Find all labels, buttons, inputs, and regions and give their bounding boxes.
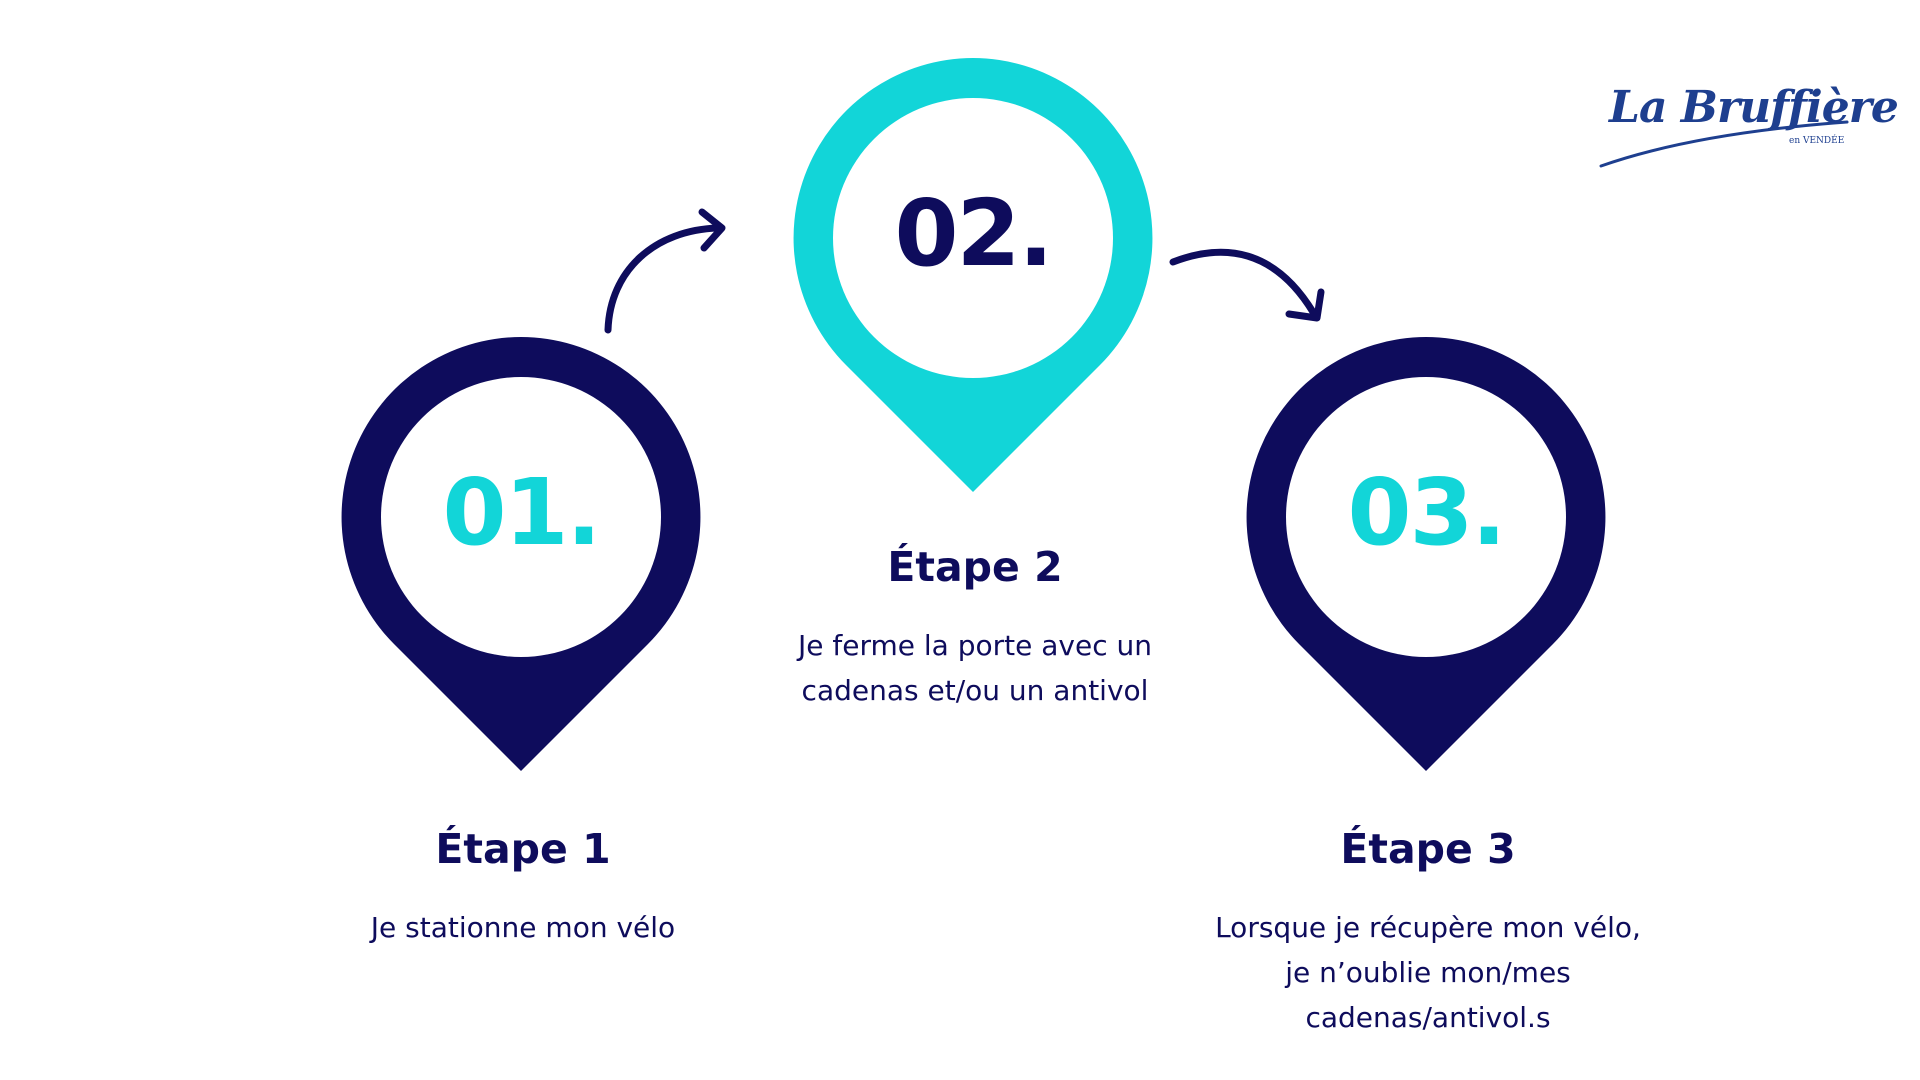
step-1-description: Je stationne mon vélo	[243, 905, 803, 950]
step-2-description: Je ferme la porte avec un cadenas et/ou …	[695, 623, 1255, 713]
step-1-description-line: Je stationne mon vélo	[370, 911, 676, 944]
step-1-number: 01.	[442, 459, 602, 566]
logo-subtitle: en VENDÉE	[1789, 136, 1845, 146]
step-3-description: Lorsque je récupère mon vélo, je n’oubli…	[1148, 905, 1708, 1040]
step-3-description-line: je n’oublie mon/mes	[1285, 956, 1571, 989]
step-2-number: 02.	[894, 180, 1054, 287]
step-3-number: 03.	[1347, 459, 1507, 566]
arrow-step1-to-step2-icon	[604, 208, 726, 334]
map-pin-icon	[793, 58, 1153, 492]
arrow-step2-to-step3-icon	[1169, 248, 1325, 322]
step-2-description-line: cadenas et/ou un antivol	[801, 674, 1149, 707]
step-3-description-line: Lorsque je récupère mon vélo,	[1215, 911, 1641, 944]
step-2-pin: 02.	[793, 58, 1153, 498]
step-2-description-line: Je ferme la porte avec un	[798, 629, 1152, 662]
map-pin-icon	[1246, 337, 1606, 771]
logo-swoosh-icon	[1599, 120, 1849, 168]
logo-title: La Bruffière	[1609, 82, 1899, 133]
la-bruffiere-logo: La Bruffière en VENDÉE	[1595, 78, 1899, 178]
step-3-title: Étape 3	[1340, 825, 1516, 873]
step-3-pin: 03.	[1246, 337, 1606, 777]
step-2-title: Étape 2	[887, 543, 1063, 591]
step-1-pin: 01.	[341, 337, 701, 777]
step-1-title: Étape 1	[435, 825, 611, 873]
step-3-description-line: cadenas/antivol.s	[1305, 1001, 1551, 1034]
map-pin-icon	[341, 337, 701, 771]
